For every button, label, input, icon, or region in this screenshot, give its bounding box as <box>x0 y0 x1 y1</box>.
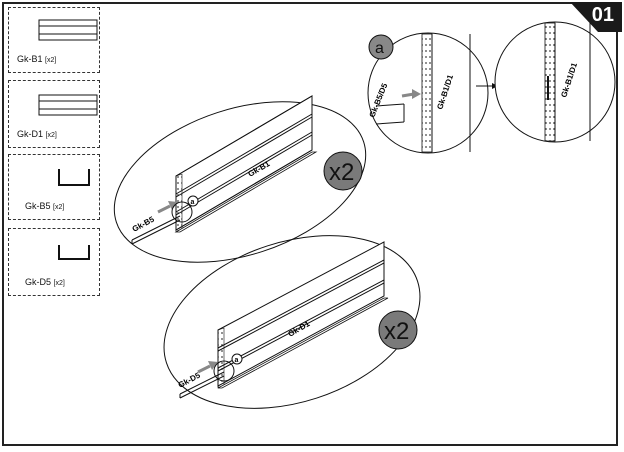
assembly-2-rail <box>179 371 225 399</box>
part-label: Gk-B1 [x2] <box>17 54 57 64</box>
step-number: 01 <box>591 4 614 26</box>
assembly-1-panel <box>174 95 318 233</box>
assembly-1-outline <box>113 101 367 263</box>
detail-zoom-circle <box>213 360 235 382</box>
detail-a-rail <box>375 103 405 125</box>
step-badge <box>570 2 622 32</box>
assembly-1-rail <box>131 215 181 245</box>
detail-a-before-panel <box>421 33 471 153</box>
channel-part-icon <box>58 169 90 186</box>
detail-marker <box>231 353 243 365</box>
part-card-gk-d1: Gk-D1 [x2] <box>8 80 100 148</box>
assembly-2-panel <box>217 241 389 389</box>
arrow-icon <box>208 361 218 370</box>
quantity-badge-label: x2 <box>329 159 354 186</box>
detail-zoom-circle <box>171 201 193 223</box>
assembly-1-rail-label: Gk-B5 <box>131 214 157 233</box>
arrow-icon <box>168 201 178 210</box>
arrow-icon <box>157 204 171 214</box>
detail-a-marker-label: a <box>375 40 384 57</box>
detail-marker-label: a <box>191 199 195 206</box>
quantity-badge <box>323 151 363 191</box>
part-label: Gk-B5 [x2] <box>25 201 65 211</box>
detail-a-after-panel <box>544 22 591 142</box>
channel-part-icon <box>58 245 90 260</box>
quantity-badge-label: x2 <box>384 318 409 345</box>
arrow-icon <box>412 89 421 99</box>
quantity-badge <box>378 310 418 350</box>
part-label: Gk-D1 [x2] <box>17 129 57 139</box>
arrow-icon <box>197 364 211 374</box>
detail-a-marker <box>368 34 394 60</box>
part-card-gk-b5: Gk-B5 [x2] <box>8 154 100 220</box>
panel-part-icon <box>38 19 98 41</box>
page-frame <box>2 2 618 446</box>
part-label: Gk-D5 [x2] <box>25 277 65 287</box>
assembly-2-rail-label: Gk-D5 <box>177 370 203 389</box>
detail-marker <box>187 195 199 207</box>
panel-part-icon <box>38 94 98 116</box>
part-card-gk-b1: Gk-B1 [x2] <box>8 7 100 73</box>
assembly-2-outline <box>163 235 421 409</box>
detail-marker-label: a <box>235 357 239 364</box>
part-card-gk-d5: Gk-D5 [x2] <box>8 228 100 296</box>
